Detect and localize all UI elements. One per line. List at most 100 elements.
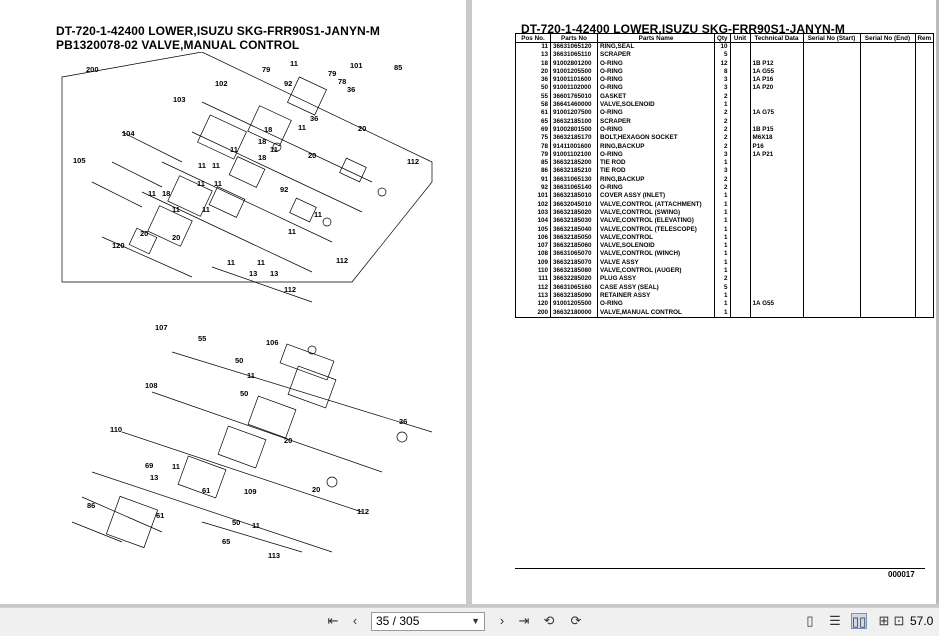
rem-cell: [914, 217, 935, 226]
header-parts-no: Parts No: [550, 33, 598, 43]
callout-112d: 112: [357, 507, 369, 516]
header-serial-start: Serial No (Start): [802, 33, 861, 43]
rotate-left-icon[interactable]: ⟲: [543, 613, 555, 628]
serial-start-cell: [802, 101, 861, 110]
serial-start-cell: [802, 167, 861, 176]
rotate-right-icon[interactable]: ⟳: [570, 613, 582, 628]
qty-cell: 1: [714, 242, 731, 251]
pos-no-cell: 113: [515, 291, 551, 301]
serial-end-cell: [859, 167, 916, 176]
serial-start-cell: [802, 242, 861, 251]
fit-icon[interactable]: ⊡: [893, 613, 905, 628]
parts-list-table: Pos No. Parts No Parts Name Qty Unit Tec…: [515, 33, 935, 318]
technical-data-cell: 1A P21: [749, 150, 804, 160]
next-page-icon[interactable]: ›: [499, 613, 505, 628]
qty-cell: 1: [714, 192, 731, 201]
header-pos-no: Pos No.: [515, 33, 551, 43]
pos-no-cell: 109: [515, 258, 551, 268]
parts-no-cell: 36632185210: [550, 167, 598, 176]
callout-103: 103: [173, 95, 186, 104]
parts-no-cell: 36631065120: [550, 42, 598, 52]
two-page-icon[interactable]: ▯▯: [851, 613, 867, 629]
technical-data-cell: 1A P20: [749, 84, 804, 93]
serial-end-cell: [859, 76, 916, 85]
technical-data-cell: [749, 258, 804, 268]
qty-cell: 2: [714, 117, 731, 126]
callout-11g: 11: [197, 179, 205, 188]
first-page-icon[interactable]: ⇤: [327, 613, 339, 628]
callout-112: 112: [407, 157, 419, 166]
callout-120: 120: [112, 241, 125, 250]
technical-data-cell: 1A P16: [749, 76, 804, 85]
pos-no-cell: 55: [515, 92, 551, 102]
header-serial-end: Serial No (End): [859, 33, 916, 43]
serial-start-cell: [802, 67, 861, 77]
callout-50b: 50: [240, 389, 248, 398]
rem-cell: [914, 92, 935, 102]
parts-name-cell: TIE ROD: [597, 167, 715, 176]
prev-page-icon[interactable]: ‹: [352, 613, 358, 628]
unit-cell: [729, 125, 751, 135]
callout-86: 86: [87, 501, 95, 510]
vertical-scrollbar[interactable]: [936, 0, 939, 604]
chevron-down-icon[interactable]: ▼: [471, 616, 480, 626]
parts-no-cell: 36632185060: [550, 242, 598, 251]
pos-no-cell: 86: [515, 167, 551, 176]
qty-cell: 3: [714, 76, 731, 85]
continuous-icon[interactable]: ☰: [829, 613, 841, 628]
serial-end-cell: [859, 159, 916, 168]
pos-no-cell: 91: [515, 175, 551, 185]
qty-cell: 1: [714, 233, 731, 243]
callout-11q: 11: [172, 462, 180, 471]
serial-end-cell: [859, 192, 916, 201]
two-page-continuous-icon[interactable]: ⊞: [878, 613, 890, 628]
pos-no-cell: 108: [515, 250, 551, 259]
serial-start-cell: [802, 267, 861, 276]
page-number-input[interactable]: 35 / 305 ▼: [371, 612, 485, 631]
callout-102: 102: [215, 79, 228, 88]
rem-cell: [914, 42, 935, 52]
callout-106: 106: [266, 338, 279, 347]
callout-20f: 20: [312, 485, 320, 494]
qty-cell: 2: [714, 134, 731, 143]
technical-data-cell: 1A G75: [749, 109, 804, 118]
callout-18b: 18: [258, 137, 266, 146]
serial-end-cell: [859, 258, 916, 268]
rem-cell: [914, 200, 935, 209]
last-page-icon[interactable]: ⇥: [518, 613, 530, 628]
rem-cell: [914, 109, 935, 118]
parts-name-cell: PLUG ASSY: [597, 275, 715, 284]
serial-end-cell: [859, 150, 916, 160]
serial-start-cell: [802, 184, 861, 193]
parts-name-cell: VALVE,CONTROL (ELEVATING): [597, 217, 715, 226]
header-qty: Qty: [714, 33, 731, 43]
parts-no-cell: 36632185100: [550, 117, 598, 126]
single-page-icon[interactable]: ▯: [806, 613, 814, 628]
serial-end-cell: [859, 51, 916, 60]
parts-name-cell: VALVE,MANUAL CONTROL: [597, 308, 715, 318]
rem-cell: [914, 76, 935, 85]
rem-cell: [914, 267, 935, 276]
qty-cell: 2: [714, 92, 731, 102]
parts-no-cell: 36632285020: [550, 275, 598, 284]
zoom-level[interactable]: 57.0: [910, 614, 934, 628]
serial-end-cell: [859, 175, 916, 185]
parts-no-cell: 91001102000: [550, 84, 598, 93]
parts-name-cell: SCRAPER: [597, 117, 715, 126]
serial-end-cell: [859, 250, 916, 259]
pos-no-cell: 120: [515, 300, 551, 309]
technical-data-cell: 1B P15: [749, 125, 804, 135]
unit-cell: [729, 250, 751, 259]
qty-cell: 1: [714, 200, 731, 209]
callout-105: 105: [73, 156, 86, 165]
parts-no-cell: 91001207500: [550, 109, 598, 118]
parts-no-cell: 36632185040: [550, 225, 598, 234]
